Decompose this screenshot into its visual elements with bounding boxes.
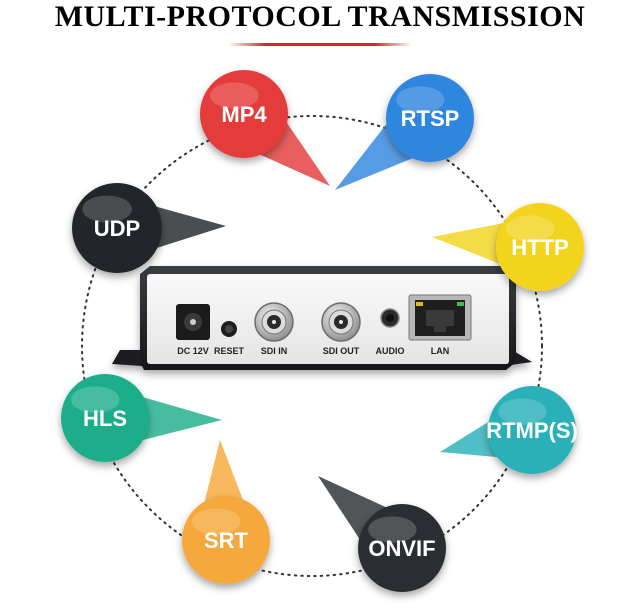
bubble-srt-highlight <box>192 508 241 535</box>
bubble-udp-highlight <box>82 195 132 223</box>
dc-12v-port <box>176 304 210 340</box>
bubble-udp-label: UDP <box>94 216 140 241</box>
bubble-rtsp-highlight <box>396 86 445 113</box>
bubble-mp4-label: MP4 <box>221 102 267 127</box>
bubble-http-highlight <box>506 215 555 242</box>
bubble-rtmp-s-highlight <box>498 398 547 425</box>
bubble-rtmp-s-label: RTMP(S) <box>486 418 578 443</box>
title-underline <box>228 43 412 46</box>
bubble-srt <box>182 496 270 584</box>
bubble-rtsp <box>386 74 474 162</box>
port-label-audio: AUDIO <box>376 346 405 356</box>
port-label-sdi-in: SDI IN <box>261 346 288 356</box>
device-left-bracket <box>112 350 142 366</box>
bubble-onvif-highlight <box>368 516 417 543</box>
audio-jack <box>380 308 400 328</box>
bubble-rtmp-s <box>488 386 576 474</box>
port-label-reset: RESET <box>214 346 245 356</box>
sdi-in-connector <box>254 302 294 342</box>
bubble-mp4-highlight <box>210 82 259 109</box>
bubble-udp <box>72 183 162 273</box>
port-label-dc-12v: DC 12V <box>177 346 209 356</box>
bubble-rtsp-label: RTSP <box>401 106 460 131</box>
bubble-mp4 <box>200 70 288 158</box>
bubble-onvif <box>358 504 446 592</box>
sdi-out-connector <box>321 302 361 342</box>
bubble-onvif-label: ONVIF <box>368 536 435 561</box>
port-labels: DC 12V RESET SDI IN SDI OUT AUDIO LAN <box>177 346 449 356</box>
port-label-lan: LAN <box>431 346 450 356</box>
dotted-ring <box>81 115 543 577</box>
bubble-http <box>496 203 584 291</box>
bubble-hls-highlight <box>71 386 120 413</box>
bubble-hls <box>61 374 149 462</box>
bubble-http-label: HTTP <box>511 235 568 260</box>
lan-port <box>408 294 472 341</box>
protocol-bubbles: MP4 RTSP HTTP RTMP(S) ONVIF SRT HLS UDP <box>61 70 584 592</box>
page-title: MULTI-PROTOCOL TRANSMISSION <box>54 0 586 33</box>
port-label-sdi-out: SDI OUT <box>323 346 360 356</box>
bubble-hls-label: HLS <box>83 406 127 431</box>
bubble-srt-label: SRT <box>204 528 249 553</box>
reset-button <box>221 321 237 337</box>
